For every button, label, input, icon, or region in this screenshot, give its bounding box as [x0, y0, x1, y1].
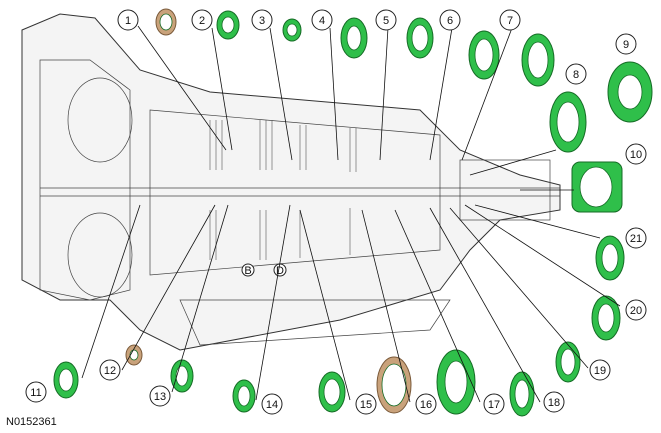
- callout-1: 1: [117, 9, 139, 31]
- inline-label-b: B: [241, 263, 255, 277]
- callout-5: 5: [375, 9, 397, 31]
- svg-text:2: 2: [199, 15, 205, 27]
- svg-text:9: 9: [623, 39, 629, 51]
- callout-6: 6: [439, 9, 461, 31]
- callout-12: 12: [99, 359, 121, 381]
- svg-text:12: 12: [104, 365, 116, 377]
- callout-18: 18: [543, 391, 565, 413]
- callout-9: 9: [615, 33, 637, 55]
- transmission-case: [21, 13, 561, 351]
- callout-21: 21: [625, 227, 647, 249]
- svg-text:16: 16: [420, 399, 432, 411]
- callout-8: 8: [565, 63, 587, 85]
- svg-text:3: 3: [259, 15, 265, 27]
- svg-text:20: 20: [630, 305, 642, 317]
- svg-text:10: 10: [630, 149, 642, 161]
- callout-17: 17: [483, 393, 505, 415]
- callout-15: 15: [355, 393, 377, 415]
- svg-text:7: 7: [507, 15, 513, 27]
- svg-text:8: 8: [573, 69, 579, 81]
- svg-text:14: 14: [266, 399, 278, 411]
- inline-label-b-text: B: [244, 265, 251, 277]
- callout-3: 3: [251, 9, 273, 31]
- callout-4: 4: [311, 9, 333, 31]
- svg-text:11: 11: [30, 387, 41, 399]
- exploded-parts: [53, 8, 653, 417]
- callout-10: 10: [625, 143, 647, 165]
- callout-11: 11: [25, 381, 47, 403]
- svg-text:4: 4: [319, 15, 325, 27]
- callout-20: 20: [625, 299, 647, 321]
- svg-text:5: 5: [383, 15, 389, 27]
- figure-reference-code: N0152361: [6, 416, 57, 428]
- callout-16: 16: [415, 393, 437, 415]
- svg-text:17: 17: [488, 399, 500, 411]
- svg-text:15: 15: [360, 399, 372, 411]
- svg-text:13: 13: [154, 391, 166, 403]
- svg-text:21: 21: [630, 233, 642, 245]
- svg-text:1: 1: [125, 15, 131, 27]
- callout-13: 13: [149, 385, 171, 407]
- callout-7: 7: [499, 9, 521, 31]
- leader-lines: [81, 25, 621, 403]
- svg-text:6: 6: [447, 15, 453, 27]
- callout-14: 14: [261, 393, 283, 415]
- svg-text:18: 18: [548, 397, 560, 409]
- inline-label-d-text: D: [276, 265, 284, 277]
- svg-text:19: 19: [594, 365, 606, 377]
- callout-2: 2: [191, 9, 213, 31]
- callout-19: 19: [589, 359, 611, 381]
